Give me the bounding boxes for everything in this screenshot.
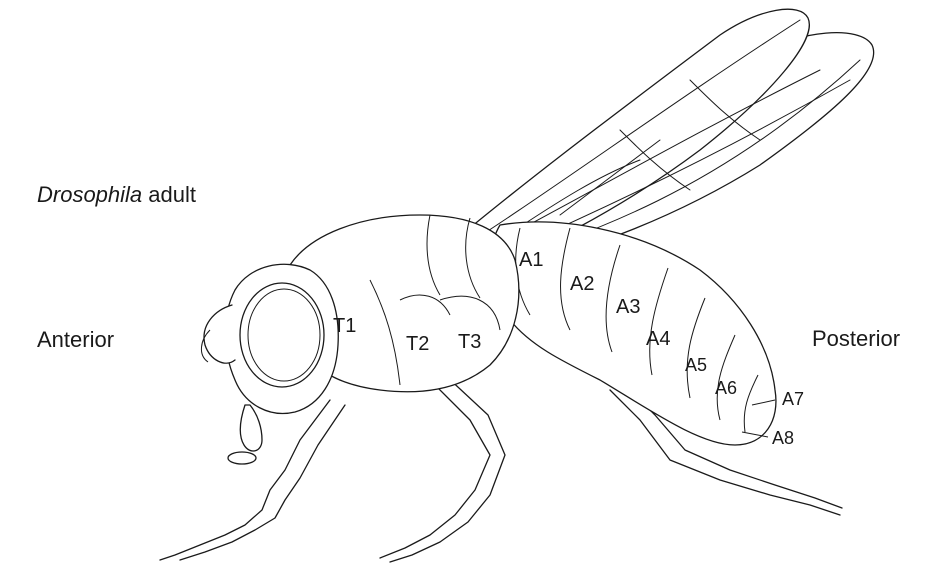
segment-label-a6: A6 xyxy=(715,378,737,398)
figure-title: Drosophila adult xyxy=(37,182,196,207)
segment-label-a7: A7 xyxy=(782,389,804,409)
segment-label-a3: A3 xyxy=(616,296,640,318)
posterior-label: Posterior xyxy=(812,326,900,351)
anterior-label: Anterior xyxy=(37,327,114,352)
segment-label-a4: A4 xyxy=(646,328,670,350)
proboscis xyxy=(240,405,262,451)
segment-label-t1: T1 xyxy=(333,315,356,337)
segment-label-t2: T2 xyxy=(406,333,429,355)
title-stage: adult xyxy=(148,182,196,207)
title-species: Drosophila xyxy=(37,182,142,207)
leg-middle xyxy=(390,375,505,562)
leg-middle xyxy=(380,380,490,558)
compound-eye xyxy=(240,283,324,387)
body xyxy=(201,215,776,464)
proboscis-tip xyxy=(228,452,256,464)
antenna xyxy=(204,305,235,363)
segment-label-a5: A5 xyxy=(685,355,707,375)
segment-label-t3: T3 xyxy=(458,331,481,353)
segment-label-a8: A8 xyxy=(772,428,794,448)
segment-label-a2: A2 xyxy=(570,273,594,295)
segment-label-a1: A1 xyxy=(519,249,543,271)
leg-front xyxy=(180,405,345,560)
